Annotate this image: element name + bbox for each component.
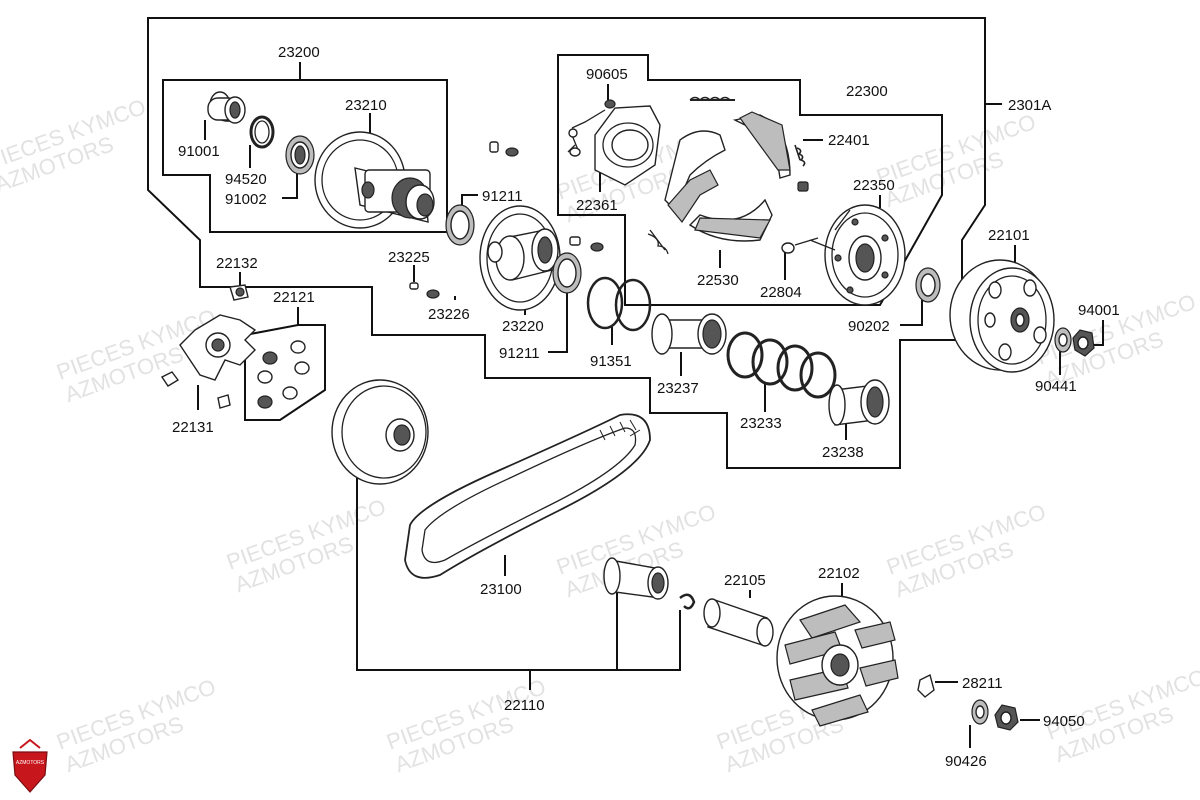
part-circlip-94520 (249, 115, 275, 149)
part-washer-90426 (971, 699, 989, 725)
label-90605: 90605 (586, 66, 628, 83)
part-clutch-bell-22101 (949, 259, 1055, 373)
outline-22110 (356, 478, 681, 671)
part-nut-94050 (994, 704, 1019, 731)
label-94001: 94001 (1078, 302, 1120, 319)
part-ramp-plate-22131 (160, 314, 257, 409)
part-clutch-shoes-22530 (647, 96, 791, 255)
part-rollers-22121 (257, 340, 310, 409)
leader-91211b (548, 292, 568, 353)
label-22804: 22804 (760, 284, 802, 301)
part-seal-91211a (445, 204, 475, 246)
part-spring-23233 (726, 331, 837, 399)
label-91001: 91001 (178, 143, 220, 160)
label-22131: 22131 (172, 419, 214, 436)
part-drive-face (331, 379, 429, 485)
part-clip-28211 (917, 673, 935, 698)
label-23100: 23100 (480, 581, 522, 598)
part-plate-22361 (594, 105, 661, 186)
label-23226: 23226 (428, 306, 470, 323)
part-clutch-plate-22350 (809, 204, 906, 306)
part-seal-91211b (552, 252, 582, 294)
label-23225: 23225 (388, 249, 430, 266)
label-28211: 28211 (962, 675, 1003, 692)
label-90426: 90426 (945, 753, 987, 770)
leader-91002 (282, 168, 298, 199)
part-sleeve-22105 (703, 598, 774, 647)
part-pins (409, 141, 604, 299)
label-90441: 90441 (1035, 378, 1077, 395)
label-91002: 91002 (225, 191, 267, 208)
part-collar-23237 (651, 313, 727, 355)
part-collar-23238 (828, 379, 890, 426)
outline-23200 (162, 79, 448, 233)
label-22350: 22350 (853, 177, 895, 194)
part-bush-22110 (603, 557, 696, 610)
parts-layer (160, 91, 1095, 731)
part-pin-22804 (781, 237, 819, 254)
label-91211-lower: 91211 (499, 345, 540, 362)
label-22102: 22102 (818, 565, 860, 582)
label-22110: 22110 (504, 697, 545, 714)
part-labels: 23200 23210 91001 94520 91002 91211 2322… (172, 44, 1120, 770)
part-belt-23100 (404, 413, 651, 579)
part-fan-22102 (776, 595, 899, 727)
outline-22121 (244, 324, 326, 421)
part-driven-face-23210 (314, 131, 435, 229)
part-slider-22132 (229, 284, 249, 301)
label-94050: 94050 (1043, 713, 1085, 730)
label-22105: 22105 (724, 572, 766, 589)
label-91211-upper: 91211 (482, 188, 523, 205)
part-spring-22401 (794, 144, 809, 192)
label-94520: 94520 (225, 171, 267, 188)
part-nut-90202 (915, 267, 941, 303)
part-sliding-sheave-23220 (479, 205, 561, 311)
outline-2301A (147, 17, 986, 469)
leader-90202 (900, 300, 923, 326)
outline-22300 (557, 54, 943, 306)
label-22300: 22300 (846, 83, 888, 100)
part-orings-91351 (586, 276, 652, 332)
part-clips-90605 (567, 99, 616, 157)
label-2301A: 2301A (1008, 97, 1051, 114)
label-22132: 22132 (216, 255, 258, 272)
part-nut-94001 (1072, 329, 1095, 357)
part-washer-90441 (1054, 327, 1072, 353)
label-23238: 23238 (822, 444, 864, 461)
label-22401: 22401 (828, 132, 870, 149)
logo-text: AZMOTORS (16, 760, 45, 766)
label-23233: 23233 (740, 415, 782, 432)
label-22361: 22361 (576, 197, 618, 214)
part-bearing-91001 (207, 91, 246, 124)
label-23237: 23237 (657, 380, 699, 397)
label-22101: 22101 (988, 227, 1030, 244)
label-22121: 22121 (273, 289, 315, 306)
label-23220: 23220 (502, 318, 544, 335)
part-seal-91002 (285, 135, 315, 175)
label-23210: 23210 (345, 97, 387, 114)
group-outlines (147, 17, 986, 671)
azmotors-logo: AZMOTORS (12, 738, 48, 793)
label-90202: 90202 (848, 318, 890, 335)
label-91351: 91351 (590, 353, 632, 370)
label-22530: 22530 (697, 272, 739, 289)
label-23200: 23200 (278, 44, 320, 61)
